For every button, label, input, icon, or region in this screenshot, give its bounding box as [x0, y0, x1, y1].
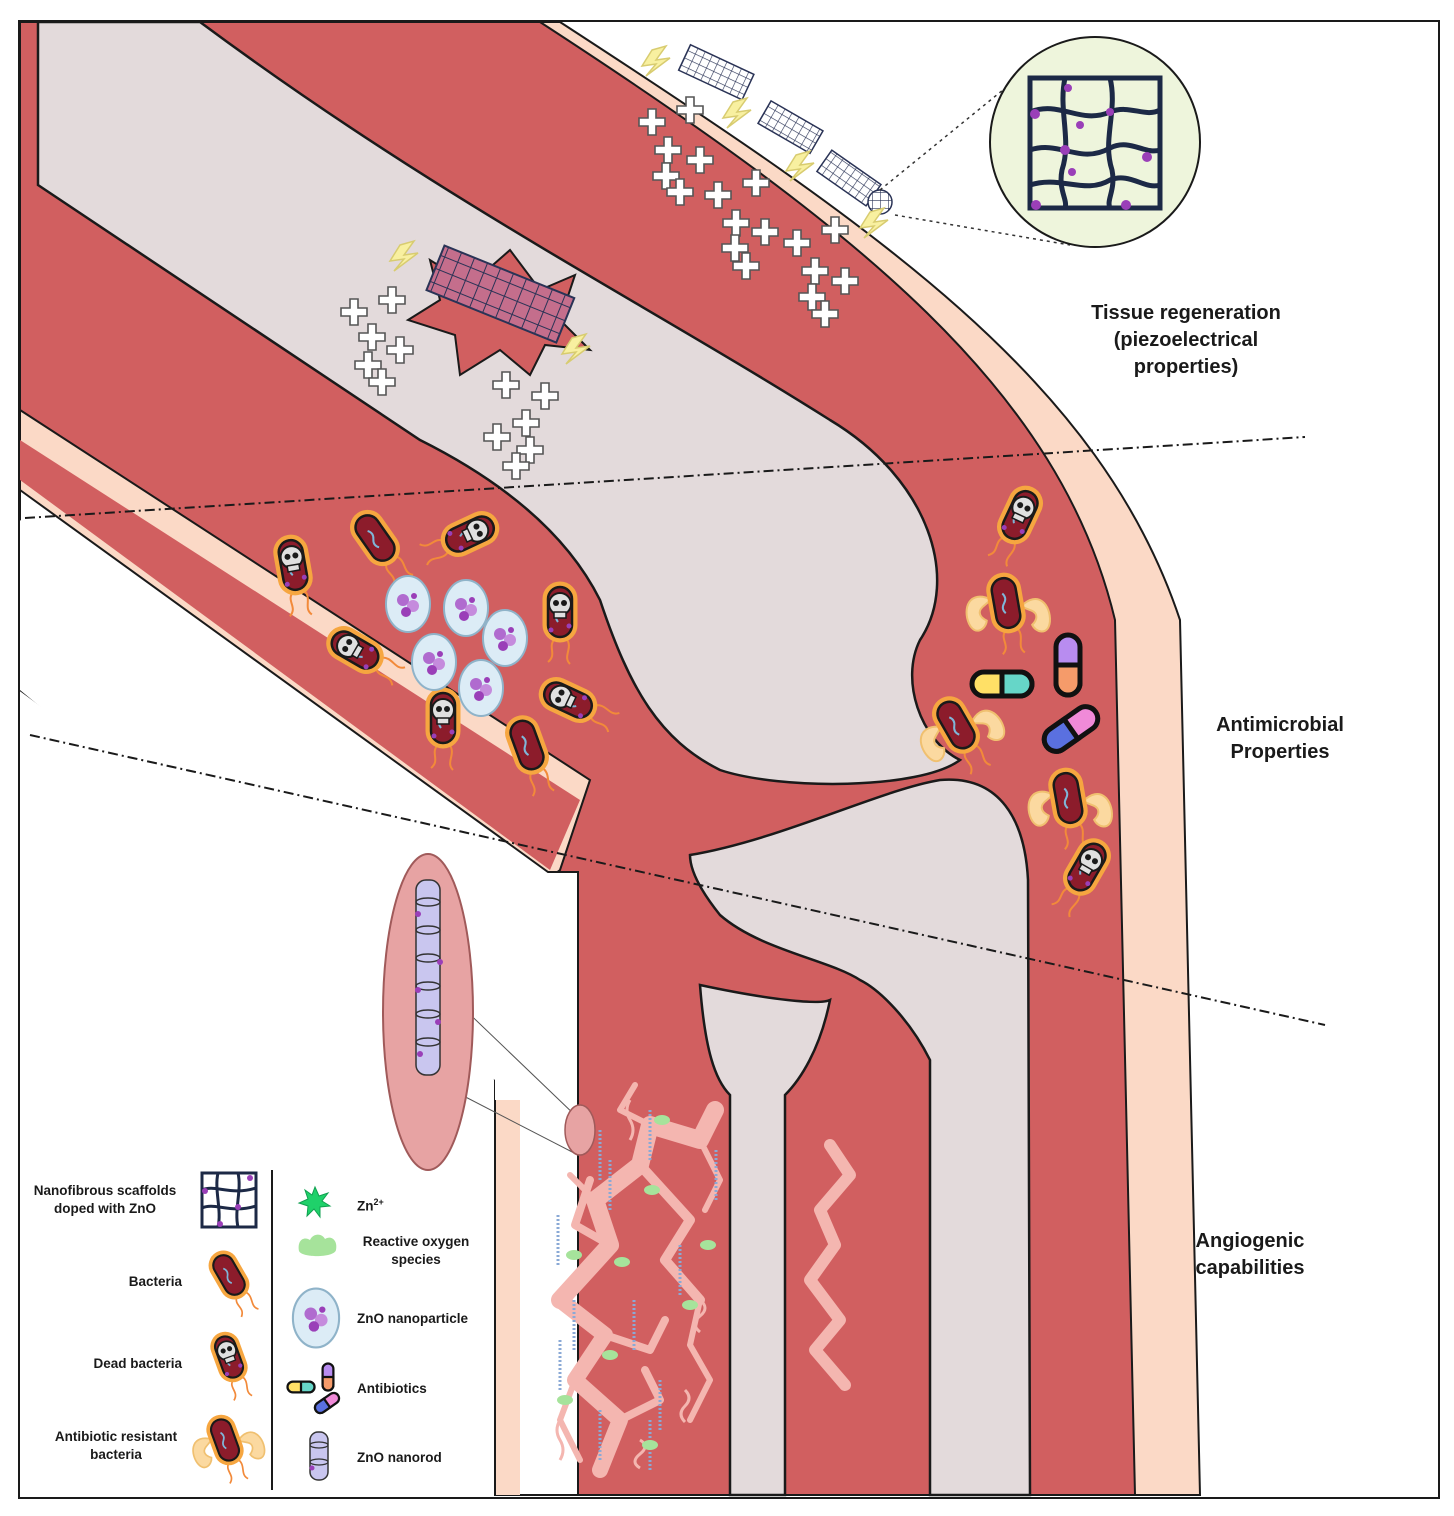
legend-nanoparticle-label: ZnO nanoparticle	[357, 1311, 469, 1326]
scaffold-inset	[989, 36, 1201, 248]
legend-ros-label: Reactive oxygen species	[362, 1234, 470, 1267]
legend-nanorod-icon	[309, 1431, 329, 1481]
legend-scaffold-icon	[200, 1171, 258, 1229]
tissue-regeneration-label: Tissue regeneration (piezoelectrical pro…	[1091, 302, 1281, 378]
legend-bacteria-label: Bacteria	[128, 1274, 182, 1289]
antimicrobial-label: Antimicrobial Properties	[1216, 714, 1344, 763]
legend-nanofibrous-label: Nanofibrous scaffolds doped with ZnO	[33, 1183, 177, 1216]
fibula	[698, 983, 832, 1497]
legend-antibiotics-label: Antibiotics	[357, 1381, 427, 1396]
legend-ros-icon	[298, 1234, 337, 1257]
legend-dead-bacteria-label: Dead bacteria	[93, 1356, 182, 1371]
legend-zn-icon	[297, 1185, 332, 1219]
femur	[36, 20, 963, 786]
legend-dead-bacteria-icon	[209, 1330, 256, 1403]
legend-nanoparticle-icon	[291, 1287, 341, 1349]
tibia	[688, 778, 1032, 1497]
legend-antibiotics-icon	[286, 1362, 341, 1415]
legend-nanorod-label: ZnO nanorod	[357, 1450, 442, 1465]
legend-zn-label: Zn2+	[357, 1197, 384, 1214]
angiogenic-label: Angiogenic capabilities	[1195, 1230, 1305, 1279]
muscle	[19, 21, 1137, 1496]
legend-resistant-label: Antibiotic resistant bacteria	[54, 1429, 178, 1462]
blood-vessels	[551, 1082, 856, 1478]
legend-bacteria-icon	[206, 1248, 262, 1320]
legend-resistant-icon	[184, 1406, 273, 1494]
